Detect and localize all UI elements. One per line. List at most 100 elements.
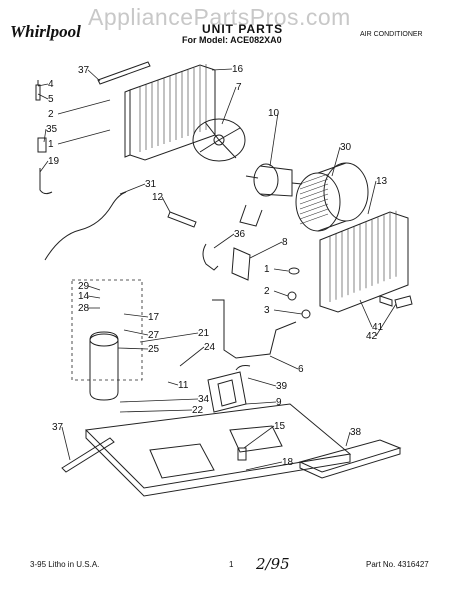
leader-line	[57, 99, 111, 115]
leader-line	[245, 461, 283, 471]
part-31-wire-harness	[44, 191, 127, 261]
leader-line	[119, 183, 146, 195]
callout-label: 4	[48, 79, 54, 90]
part-18-base-pan	[84, 403, 352, 497]
part-12-bracket	[167, 211, 197, 228]
leader-line	[221, 86, 237, 125]
callout-label: 24	[204, 342, 216, 353]
leader-line	[245, 401, 277, 405]
leader-line	[359, 299, 373, 328]
callout-label: 39	[276, 381, 288, 392]
callout-label: 21	[198, 328, 210, 339]
part-6-tube	[212, 299, 297, 359]
part-39-wire	[235, 365, 251, 371]
part-1-small-right	[288, 267, 300, 275]
leader-line	[87, 285, 101, 291]
leader-line	[123, 313, 149, 318]
page-title: UNIT PARTS	[202, 22, 284, 36]
part-8-capacitor	[231, 247, 251, 281]
callout-label: 3	[264, 305, 270, 316]
callout-label: 35	[46, 124, 58, 135]
leader-line	[273, 290, 289, 297]
callout-label: 29	[78, 281, 90, 292]
part-38-drain-pan	[298, 439, 402, 479]
callout-label: 41	[372, 322, 384, 333]
leader-line	[375, 303, 397, 337]
callout-label: 28	[78, 303, 90, 314]
leader-line	[119, 409, 193, 413]
callout-label: 27	[148, 330, 160, 341]
part-3-small-right	[301, 309, 311, 319]
callout-label: 8	[282, 237, 288, 248]
leader-line	[139, 332, 199, 343]
callout-label: 6	[298, 364, 304, 375]
leader-line	[123, 329, 149, 336]
part-15-plug	[237, 447, 247, 461]
part-10-fan-motor	[239, 163, 303, 227]
part-13-evaporator-coil	[319, 210, 409, 313]
part-2-small-right	[287, 291, 297, 301]
callout-label: 15	[274, 421, 286, 432]
leader-lines	[37, 68, 397, 471]
part-7-fan-blade	[192, 118, 246, 162]
leader-line	[87, 69, 101, 82]
callout-label: 25	[148, 344, 160, 355]
callout-label: 42	[366, 331, 378, 342]
part-37-top-strip	[97, 61, 151, 85]
callout-label: 18	[282, 457, 294, 468]
print-info: 3-95 Litho in U.S.A.	[30, 560, 100, 569]
leader-line	[367, 180, 377, 215]
callout-label: 14	[78, 291, 90, 302]
callout-label: 17	[148, 312, 160, 323]
leader-line	[331, 146, 341, 177]
leader-line	[37, 93, 49, 100]
callout-label: 16	[232, 64, 244, 75]
callout-label: 10	[268, 108, 280, 119]
watermark-text: AppliancePartsPros.com	[88, 4, 351, 30]
leader-line	[119, 398, 199, 403]
part-41-bracket	[379, 295, 393, 307]
callout-label: 13	[376, 176, 388, 187]
part-35-fitting	[37, 137, 47, 153]
leader-line	[211, 68, 233, 71]
leader-line	[249, 241, 283, 259]
callout-label: 30	[340, 142, 352, 153]
leader-line	[345, 431, 351, 447]
leader-line	[269, 112, 279, 167]
callout-label: 2	[264, 286, 270, 297]
leader-line	[243, 425, 275, 449]
model-label: For Model: ACE082XA0	[182, 35, 282, 45]
callout-labels: 3745235119167103013311236812329142817272…	[46, 64, 388, 468]
leader-line	[87, 295, 101, 299]
callout-label: 22	[192, 405, 204, 416]
brand-logo: Whirlpool	[10, 22, 81, 41]
callout-label: 12	[152, 192, 164, 203]
leader-line	[43, 128, 47, 143]
callout-label: 36	[234, 229, 246, 240]
part-36-capillary	[202, 243, 219, 271]
leader-line	[37, 83, 49, 87]
leader-line	[273, 268, 289, 272]
leader-line	[247, 377, 277, 387]
callout-label: 7	[236, 82, 242, 93]
callout-label: 2	[48, 109, 54, 120]
callout-label: 5	[48, 94, 54, 105]
leader-line	[117, 347, 149, 350]
leader-line	[167, 381, 179, 386]
leader-line	[269, 355, 299, 370]
category-label: AIR CONDITIONER	[360, 31, 423, 38]
callout-label: 1	[48, 139, 54, 150]
callout-label: 38	[350, 427, 362, 438]
leader-line	[39, 160, 49, 173]
callout-label: 37	[78, 65, 90, 76]
part-number: Part No. 4316427	[366, 560, 429, 569]
callout-label: 31	[145, 179, 157, 190]
part-19-tube	[39, 168, 53, 195]
leader-line	[213, 233, 235, 249]
part-16-condenser-coil	[124, 64, 216, 161]
callout-label: 1	[264, 264, 270, 275]
part-9-bracket	[207, 371, 247, 413]
handwritten-note: 2/95	[256, 555, 290, 573]
part-25-compressor	[89, 331, 119, 401]
